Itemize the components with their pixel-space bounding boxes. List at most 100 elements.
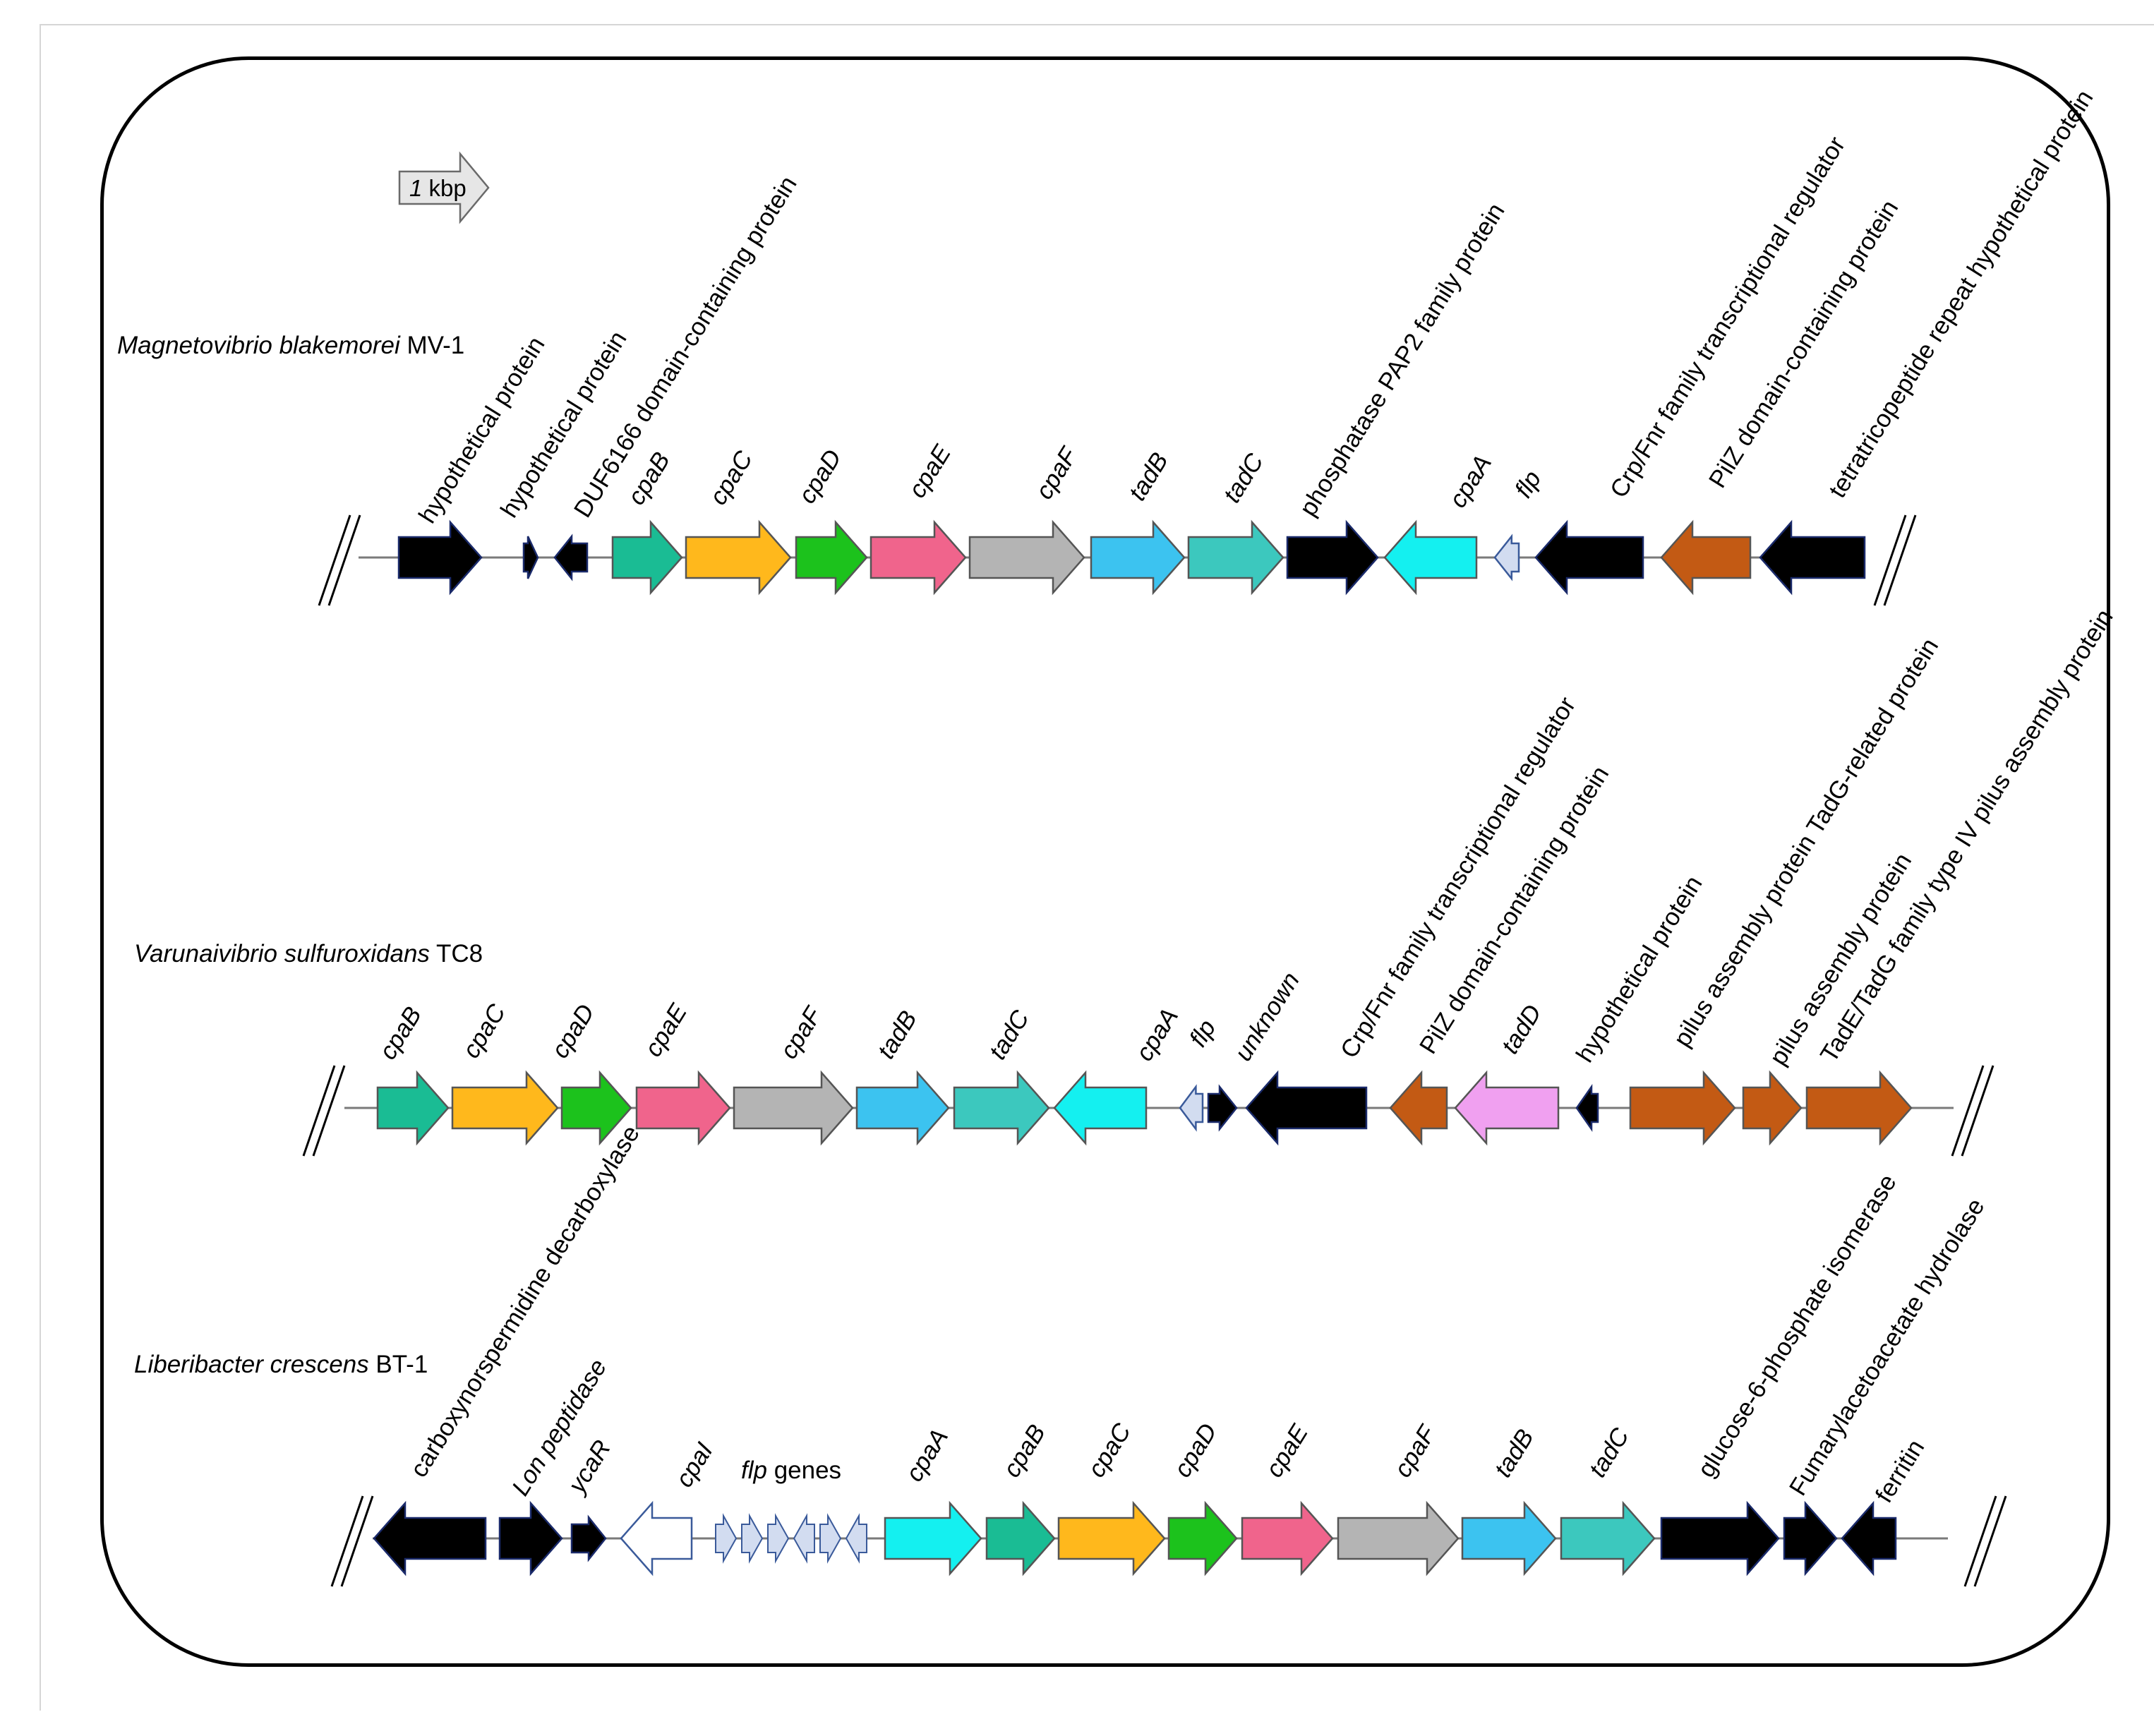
gene-label: flp genes (741, 1457, 841, 1484)
gene-label: carboxynorspermidine decarboxylase (405, 1121, 645, 1482)
gene-arrow (1783, 1500, 1838, 1577)
organism-label-3: Liberibacter crescens BT-1 (134, 1351, 428, 1379)
organism-species: Magnetovibrio blakemorei (117, 332, 400, 359)
gene-arrow (1337, 1500, 1460, 1577)
organism-species: Varunaivibrio sulfuroxidans (134, 940, 430, 968)
sequence-break-mark (1963, 1495, 2007, 1587)
scale-bar-label: 1 kbp (409, 175, 467, 201)
gene-arrow (1207, 1084, 1238, 1132)
organism-species: Liberibacter crescens (134, 1351, 369, 1378)
flp-gene-arrow (767, 1513, 790, 1564)
gene-arrow (1841, 1500, 1897, 1577)
gene-arrow (953, 1070, 1050, 1146)
sequence-break-mark (1951, 1065, 1994, 1157)
gene-label: tadB (1489, 1425, 1539, 1483)
gene-label: cpaI (670, 1437, 718, 1492)
gene-label: cpaC (1083, 1418, 1137, 1483)
gene-arrow (1179, 1084, 1204, 1132)
gene-arrow (522, 536, 539, 579)
scale-bar-gap (422, 175, 428, 201)
gene-arrow (1454, 1070, 1560, 1146)
flp-gene-arrow (845, 1513, 867, 1564)
gene-label: tadD (1496, 1000, 1547, 1059)
gene-arrow (685, 519, 792, 596)
gene-cluster-2 (344, 1070, 1954, 1146)
flp-gene-arrow (741, 1513, 764, 1564)
gene-arrow (1461, 1500, 1557, 1577)
gene-arrow (855, 1070, 950, 1146)
gene-label: cpaF (775, 1001, 829, 1063)
gene-arrow (1660, 519, 1752, 596)
gene-arrow (553, 534, 589, 581)
gene-label: tadC (984, 1005, 1035, 1064)
gene-label: tadC (1584, 1423, 1635, 1482)
figure-frame (100, 56, 2110, 1667)
gene-label: flp (1510, 466, 1547, 502)
gene-arrow (611, 519, 683, 596)
gene-label: cpaF (1030, 441, 1084, 504)
flp-gene-arrow (715, 1513, 738, 1564)
page-border-left (40, 24, 41, 1711)
organism-label-1: Magnetovibrio blakemorei MV-1 (117, 332, 464, 360)
gene-arrow (1187, 519, 1284, 596)
gene-arrow (1560, 1500, 1656, 1577)
gene-arrow (1575, 1084, 1599, 1132)
scale-bar-unit: kbp (429, 175, 467, 201)
gene-label: cpaF (1389, 1419, 1443, 1482)
gene-arrow (570, 1514, 607, 1562)
gene-arrow (376, 1070, 450, 1146)
gene-arrow (985, 1500, 1056, 1577)
gene-label: cpaC (457, 999, 512, 1063)
flp-gene-arrow (819, 1513, 842, 1564)
organism-label-2: Varunaivibrio sulfuroxidans TC8 (134, 940, 483, 968)
gene-arrow (870, 519, 967, 596)
sequence-break-mark (1873, 514, 1917, 606)
gene-label: cpaD (1169, 1418, 1222, 1482)
gene-arrow (397, 519, 483, 596)
sequence-break-mark (302, 1065, 346, 1157)
gene-label: flp (1184, 1015, 1222, 1051)
gene-arrow (795, 519, 868, 596)
scale-bar: 1 kbp (398, 151, 490, 224)
page-border-top (40, 24, 2154, 25)
gene-arrow (884, 1500, 982, 1577)
gene-label: ycaR (562, 1435, 616, 1499)
gene-arrow (1742, 1070, 1803, 1146)
gene-label: cpaD (546, 999, 600, 1063)
flp-gene-arrow (793, 1513, 815, 1564)
gene-label: cpaA (1131, 1003, 1184, 1066)
scale-bar-arrow (398, 151, 490, 224)
gene-label: tetratricopeptide repeat hypothetical pr… (1824, 85, 2099, 503)
gene-arrow (1629, 1070, 1736, 1146)
gene-label: cpaA (901, 1424, 953, 1486)
gene-arrow (733, 1070, 854, 1146)
gene-arrow (560, 1070, 632, 1146)
gene-arrow (373, 1500, 487, 1577)
gene-arrow (1167, 1500, 1238, 1577)
sequence-break-mark (318, 514, 361, 606)
gene-label: cpaA (1444, 450, 1497, 512)
gene-label: tadB (1124, 448, 1174, 506)
gene-arrow (1245, 1070, 1368, 1146)
gene-label: cpaB (374, 1002, 427, 1064)
gene-label: cpaB (998, 1420, 1051, 1482)
gene-arrow (451, 1070, 559, 1146)
gene-label: unknown (1229, 968, 1305, 1066)
gene-arrow (1383, 519, 1478, 596)
flp-gene-group (715, 1513, 867, 1564)
gene-label: tadC (1218, 448, 1270, 507)
gene-arrow (1090, 519, 1186, 596)
gene-label: cpaD (793, 445, 847, 508)
gene-label: cpaC (704, 446, 759, 510)
gene-cluster-1 (359, 519, 1866, 596)
gene-arrow (968, 519, 1085, 596)
gene-arrow (498, 1500, 563, 1577)
gene-label: cpaE (903, 440, 957, 502)
gene-arrow (1805, 1070, 1913, 1146)
gene-arrow (1389, 1070, 1448, 1146)
scale-bar-value: 1 (409, 175, 422, 201)
gene-arrow (1759, 519, 1866, 596)
gene-arrow (1493, 534, 1520, 581)
gene-label: ferritin (1870, 1435, 1930, 1507)
